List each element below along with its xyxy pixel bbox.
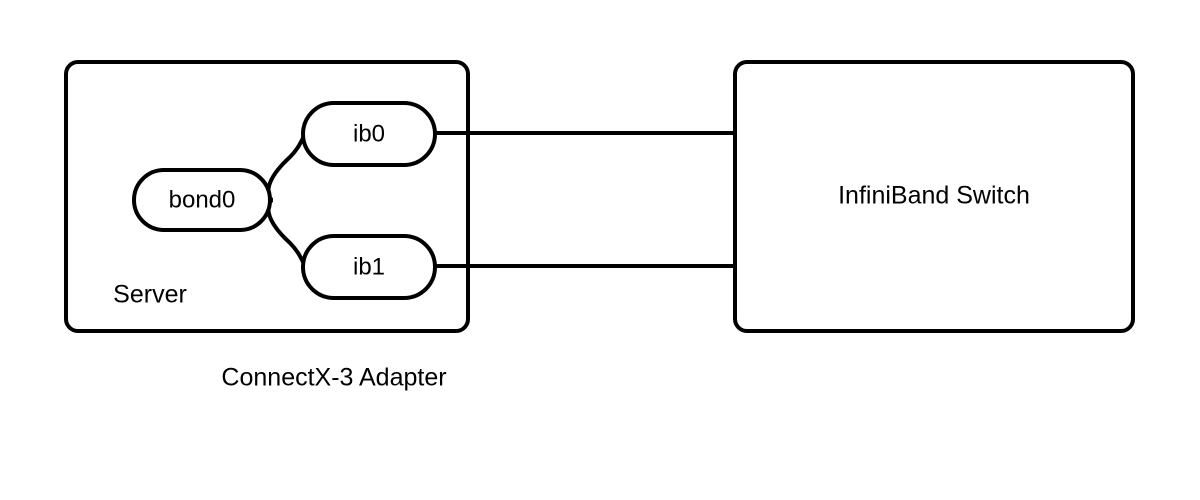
switch-container-label: InfiniBand Switch	[838, 182, 1030, 210]
adapter-caption-label: ConnectX-3 Adapter	[221, 364, 446, 392]
node-bond0-label: bond0	[169, 186, 236, 213]
switch-container-box[interactable]	[733, 60, 1135, 333]
node-bond0-shape[interactable]	[132, 168, 272, 232]
node-ib0-label: ib0	[353, 120, 385, 147]
node-ib1-shape[interactable]	[301, 234, 437, 300]
node-ib1-label: ib1	[353, 253, 385, 280]
node-ib0-group[interactable]: ib0	[301, 101, 437, 167]
node-ib1-group[interactable]: ib1	[301, 234, 437, 300]
switch-container-group[interactable]: InfiniBand Switch	[733, 60, 1135, 333]
server-container-label: Server	[113, 281, 187, 309]
node-bond0-group[interactable]: bond0	[132, 168, 272, 232]
node-ib0-shape[interactable]	[301, 101, 437, 167]
